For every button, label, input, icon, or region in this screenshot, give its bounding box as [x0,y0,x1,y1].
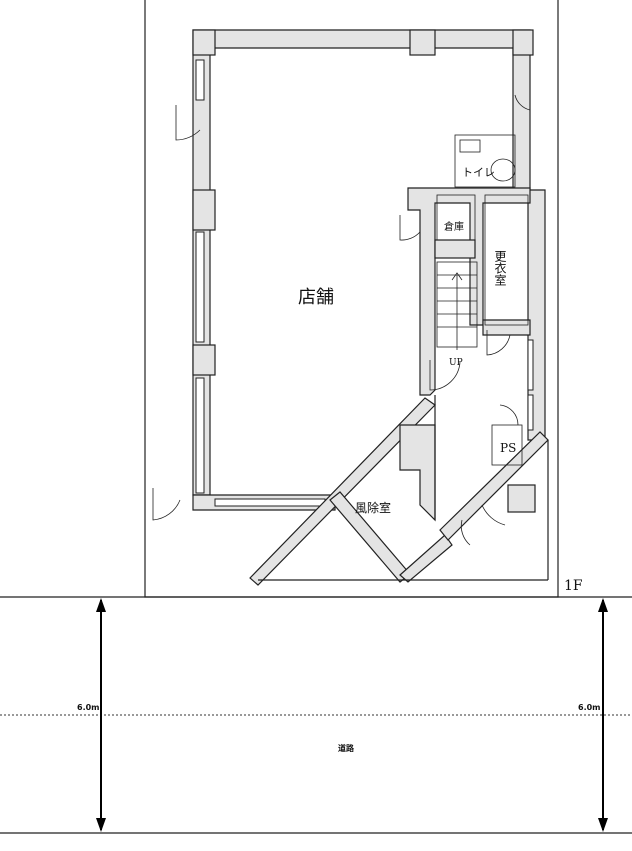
dimension-arrow-right [598,598,608,832]
road: 6.0m 6.0m 道路 [0,596,632,834]
staircase [436,261,478,350]
dimension-arrow-left [96,598,106,832]
floor-label: 1F [564,578,583,594]
doors [152,94,531,546]
road-width-right: 6.0m [578,703,601,712]
room-label-stairs-up: UP [449,358,463,368]
road-width-left: 6.0m [77,703,100,712]
room-label-changing-room: 更衣室 [493,250,507,286]
room-label-pipe-space: PS [500,441,516,455]
room-label-vestibule: 風除室 [355,500,391,515]
road-label: 道路 [338,743,355,753]
room-label-store: 店舗 [298,287,334,308]
exterior-walls [192,29,546,511]
room-label-toilet: トイレ [462,166,495,179]
room-label-storage: 倉庫 [444,220,464,233]
core-walls [249,134,549,586]
